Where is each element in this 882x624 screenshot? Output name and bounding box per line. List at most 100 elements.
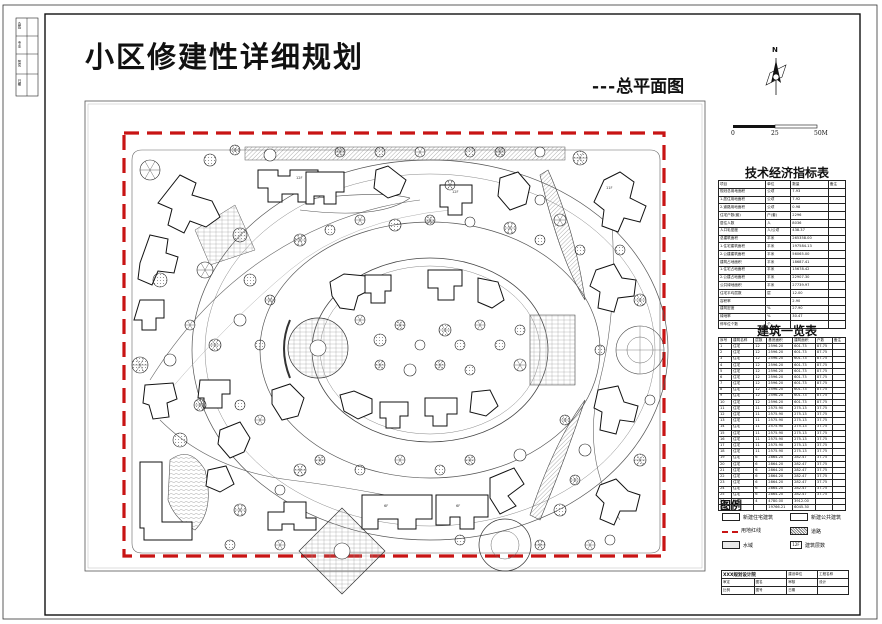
site-boundary (84, 100, 706, 572)
tree-branch (516, 364, 521, 371)
table-row: 建筑密度%27.90 (717, 304, 847, 314)
margin-sign-strip (15, 17, 39, 97)
tree-branch (277, 540, 281, 546)
tree-branch (269, 299, 273, 305)
table-cell: 总建筑面积 (717, 234, 767, 244)
tree-branch (269, 295, 273, 301)
tree-branch (519, 359, 524, 366)
tree-branch (379, 364, 383, 370)
tree-branch (506, 222, 511, 229)
table-cell: 人 (765, 218, 792, 228)
tree-branch (296, 234, 301, 241)
tree-icon (434, 464, 446, 476)
tree-branch (559, 219, 564, 226)
title-block-cell: 日期 (786, 586, 819, 595)
table-cell: 2.90 (790, 296, 829, 306)
legend-label: 用地红线 (741, 528, 762, 534)
table-cell (827, 257, 847, 267)
margin-label: 会签 (18, 22, 22, 29)
box-swatch-icon (790, 513, 808, 521)
title-block-cell (817, 586, 849, 595)
scale-label-25: 25 (771, 130, 779, 137)
tree-icon (234, 399, 246, 411)
tree-branch (189, 320, 193, 326)
tree-branch (556, 219, 561, 226)
tree-branch (419, 151, 423, 157)
water-swatch-icon (722, 541, 740, 549)
tree-icon (594, 344, 606, 356)
crescent-walkway-upper (539, 169, 586, 301)
tree-icon (374, 146, 386, 158)
table-cell: 2.公建建筑面积 (717, 250, 767, 259)
west-paved-area (194, 204, 256, 266)
table-cell: 户(套) (765, 211, 792, 220)
tree-branch (449, 184, 453, 190)
tree-branch (296, 239, 301, 246)
table-cell (827, 304, 847, 314)
tree-branch (509, 222, 514, 229)
tree-branch (589, 540, 593, 546)
tree-icon (464, 216, 476, 228)
table-cell: 住宅户数(套) (717, 211, 767, 220)
table-cell (827, 289, 847, 298)
tree-branch (576, 157, 581, 165)
table-cell: 平米 (765, 250, 792, 259)
tree-icon (513, 448, 527, 462)
tree-branch (135, 357, 141, 366)
tree-branch (427, 215, 431, 221)
tree-branch (319, 459, 323, 465)
tree-icon (578, 443, 592, 457)
building-tag: 12F (296, 176, 302, 180)
tree-icon (414, 339, 426, 351)
south-round-plaza (478, 518, 532, 572)
table-cell (731, 504, 755, 512)
tree-icon (534, 194, 546, 206)
central-ellipse-outer (191, 159, 669, 541)
tree-branch (299, 469, 304, 476)
tree-icon (152, 272, 168, 288)
tree-branch (639, 459, 644, 466)
margin-label: 专业 (18, 41, 22, 48)
building-tag: 6F (456, 504, 460, 508)
table-cell: 建筑占地面积 (717, 257, 767, 267)
tree-branch (257, 419, 261, 425)
tree-branch (444, 329, 449, 336)
table-cell: 平米 (765, 242, 792, 252)
tree-branch (519, 364, 524, 371)
table-cell: % (765, 304, 792, 314)
table-cell: 平米 (765, 265, 792, 275)
tree-branch (204, 262, 210, 271)
tree-branch (239, 504, 244, 511)
title-block: XXX规划设计院建设单位工程名称审定图名审核设计比例图号日期 (720, 570, 849, 595)
table-cell: 27739.97 (790, 281, 829, 291)
tree-icon (464, 146, 476, 158)
drawing-title: 小区修建性详细规划 (85, 40, 365, 74)
institute-name: XXX规划设计院 (720, 570, 788, 579)
tree-branch (199, 404, 204, 411)
legend-item: 用地红线 (722, 527, 761, 534)
tree-branch (516, 359, 521, 366)
tree-branch (149, 161, 156, 171)
tree-branch (232, 145, 236, 151)
tag-swatch-icon: 12F (790, 541, 802, 549)
tree-icon (263, 148, 277, 162)
tree-icon (224, 539, 236, 551)
table-cell: 规划总用地面积 (717, 187, 767, 197)
table-header-row: 序号建筑名称层数基底面积建筑面积户数备注 (717, 336, 847, 345)
tree-branch (497, 147, 501, 153)
table-cell: 数量 (790, 180, 829, 189)
tree-branch (447, 184, 451, 190)
tree-branch (587, 540, 591, 546)
table-cell: 层 (765, 289, 792, 298)
table-cell: 27.90 (790, 304, 829, 314)
table-cell: 平米 (765, 273, 792, 283)
box-swatch-icon (722, 513, 740, 521)
tree-branch (587, 544, 591, 550)
